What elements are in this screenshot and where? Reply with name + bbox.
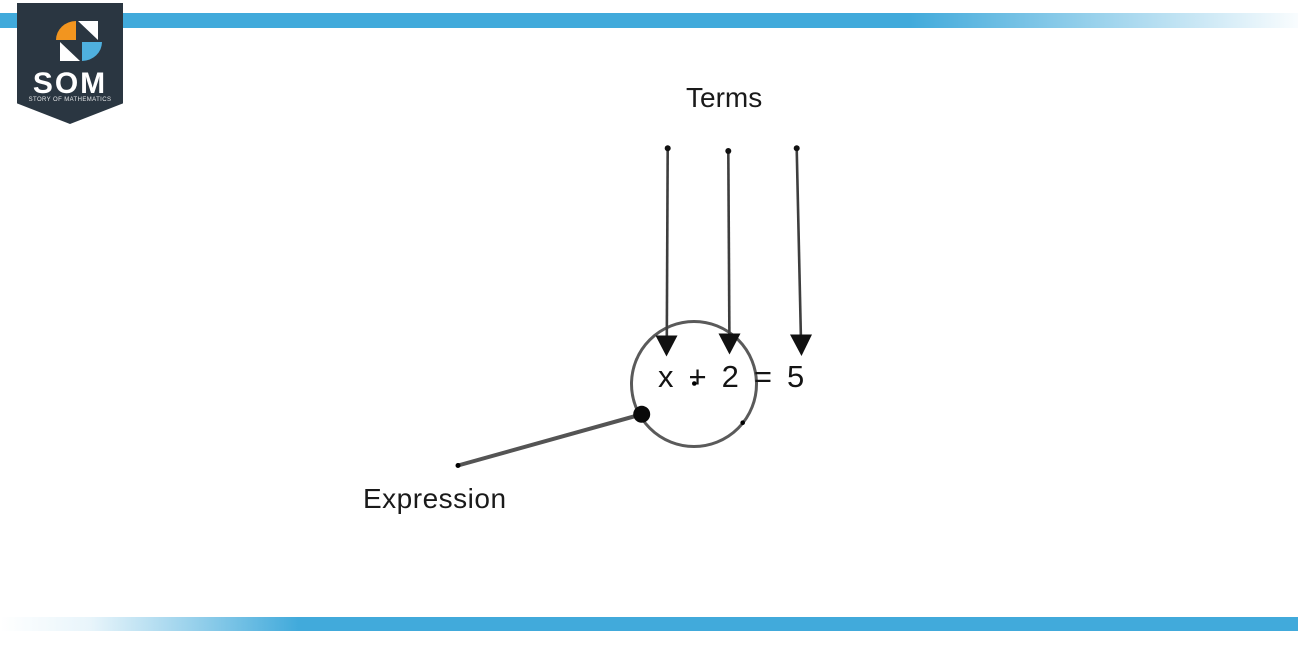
terms-arrow-line-3 <box>795 148 803 338</box>
expression-pointer-line <box>457 412 643 468</box>
logo-triangle-white-top-icon <box>78 21 98 40</box>
circle-edge-point <box>740 420 745 426</box>
top-accent-bar <box>0 13 1298 28</box>
terms-label: Terms <box>686 82 763 113</box>
logo-icon-top-row <box>56 21 106 40</box>
equation-term-5: 5 <box>786 359 805 394</box>
som-logo-icon <box>56 21 106 63</box>
expression-circle <box>630 320 758 448</box>
circle-center-point <box>692 381 697 386</box>
terms-arrow-line-2 <box>727 150 731 337</box>
terms-arrow-line-1 <box>665 148 669 339</box>
terms-arrowhead-icon-3 <box>790 334 812 356</box>
terms-arrowhead-icon-1 <box>655 335 678 357</box>
logo-quarter-circle-blue-icon <box>82 42 102 61</box>
expression-junction-dot <box>633 405 651 423</box>
terms-arrow-start-dot-2 <box>725 148 732 154</box>
som-logo-badge: SOM STORY OF MATHEMATICS <box>17 3 123 124</box>
equation-term-x: x <box>658 359 674 394</box>
equation-plus-sign: + <box>688 359 707 394</box>
bottom-accent-bar <box>0 617 1298 631</box>
expression-line-end-dot <box>455 463 461 468</box>
equation-equals-sign: = <box>753 359 772 394</box>
terms-arrowhead-icon-2 <box>718 333 741 355</box>
terms-arrow-start-dot-1 <box>664 145 671 152</box>
logo-icon-bottom-row <box>60 42 106 61</box>
logo-quarter-circle-orange-icon <box>56 21 76 40</box>
equation-term-2: 2 <box>721 359 739 394</box>
logo-triangle-white-bottom-icon <box>60 42 80 61</box>
expression-label: Expression <box>363 483 507 514</box>
terms-arrow-start-dot-3 <box>793 145 800 152</box>
logo-tagline: STORY OF MATHEMATICS <box>28 97 112 103</box>
equation: x + 2 = 5 <box>658 361 804 392</box>
logo-wordmark: SOM <box>32 67 108 100</box>
